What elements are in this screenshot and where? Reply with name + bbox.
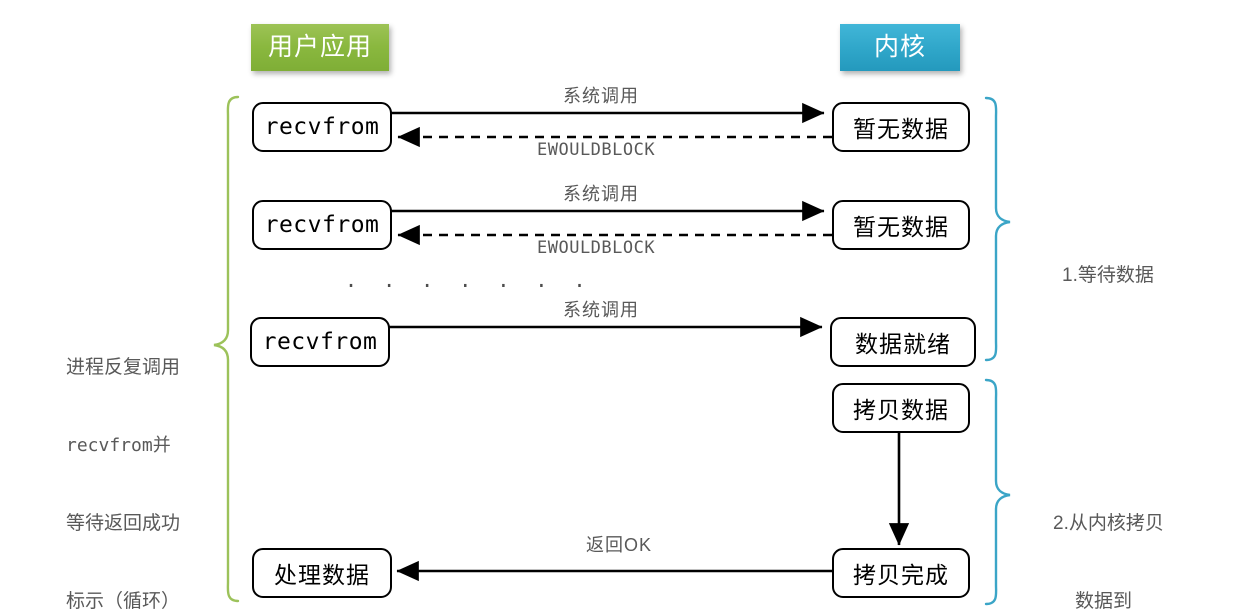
node-recvfrom-1[interactable]: recvfrom	[252, 102, 392, 152]
node-process-data[interactable]: 处理数据	[252, 548, 392, 598]
node-no-data-1[interactable]: 暂无数据	[832, 102, 970, 152]
phase-1-label: 1.等待数据	[1062, 211, 1154, 341]
node-data-ready[interactable]: 数据就绪	[830, 317, 976, 367]
phase-1-text: 1.等待数据	[1062, 265, 1154, 286]
row-3-request-label: 系统调用	[563, 300, 639, 320]
right-blue-brace-phase1	[984, 96, 1011, 362]
node-recvfrom-2[interactable]: recvfrom	[252, 200, 392, 250]
left-note-line-3: 等待返回成功	[66, 513, 181, 534]
row-1-response-label: EWOULDBLOCK	[537, 140, 656, 160]
row-1-request-label: 系统调用	[563, 86, 639, 106]
phase-2-line-1: 2.从内核拷贝	[1053, 513, 1164, 534]
phase-2-line-2: 数据到	[1075, 591, 1133, 612]
left-note-line-4: 标示（循环）	[66, 591, 181, 612]
return-ok-label: 返回OK	[586, 535, 653, 555]
repetition-ellipsis: . . . . . . .	[345, 268, 593, 292]
row-2-response-label: EWOULDBLOCK	[537, 238, 656, 258]
node-copy-complete[interactable]: 拷贝完成	[832, 548, 970, 598]
row-2-request-label: 系统调用	[563, 184, 639, 204]
node-copy-data[interactable]: 拷贝数据	[832, 383, 970, 433]
kernel-header: 内核	[840, 24, 960, 71]
node-recvfrom-3[interactable]: recvfrom	[250, 317, 390, 367]
user-application-header: 用户应用	[251, 24, 389, 71]
phase-2-label: 2.从内核拷贝 数据到 用户空间	[1053, 459, 1164, 616]
left-note-line-1: 进程反复调用	[66, 357, 181, 378]
node-no-data-2[interactable]: 暂无数据	[832, 200, 970, 250]
left-note-line-2: recvfrom并	[66, 435, 171, 456]
right-blue-brace-phase2	[984, 378, 1011, 606]
left-process-note: 进程反复调用 recvfrom并 等待返回成功 标示（循环）	[66, 303, 231, 616]
